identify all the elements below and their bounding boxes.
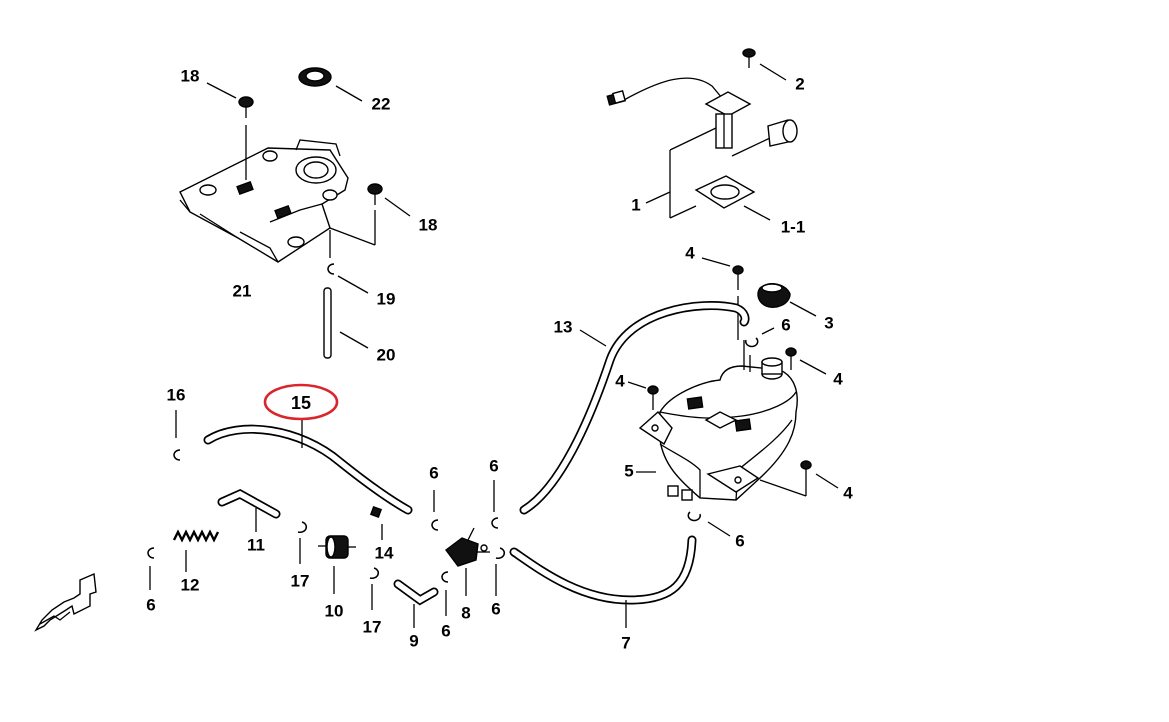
clip-part-6-valve-bottom — [441, 571, 449, 616]
label-4-top: 4 — [685, 243, 695, 262]
bracket-part-21 — [179, 139, 349, 263]
screw-part-2 — [742, 48, 787, 81]
label-4-right: 4 — [833, 369, 843, 388]
label-3: 3 — [824, 313, 833, 332]
label-15: 15 — [291, 393, 311, 413]
clip-part-16 — [173, 410, 181, 461]
label-1-1: 1-1 — [781, 217, 806, 236]
clip-part-17-b — [369, 567, 380, 610]
pipe-part-9 — [393, 579, 439, 628]
hose-part-13 — [519, 301, 750, 515]
clip-part-6-valve-left — [431, 490, 439, 531]
label-13: 13 — [554, 317, 573, 336]
spring-part-12 — [172, 529, 220, 572]
fuel-sender-part-1 — [606, 77, 798, 219]
highlight-circle — [263, 383, 339, 421]
gasket-part-1-1 — [694, 175, 771, 221]
label-17-b: 17 — [363, 617, 382, 636]
label-6-valve-right: 6 — [489, 456, 498, 475]
bolt-part-14 — [369, 505, 383, 540]
label-17-a: 17 — [291, 571, 310, 590]
screw-part-18-top — [206, 82, 254, 180]
label-6-valve-left: 6 — [429, 463, 438, 482]
cap-part-3 — [757, 283, 817, 317]
label-6-tank-bottom: 6 — [735, 531, 744, 550]
tank-part-5 — [636, 340, 798, 501]
label-6-valve-low: 6 — [491, 599, 500, 618]
label-6-valve-bottom: 6 — [441, 621, 450, 640]
label-10: 10 — [325, 601, 344, 620]
clip-part-6-tank-bottom — [687, 511, 731, 537]
label-4-bottom: 4 — [843, 483, 853, 502]
label-14: 14 — [375, 543, 394, 562]
screw-part-18-right — [329, 183, 411, 246]
label-1: 1 — [631, 195, 640, 214]
front-arrow-icon — [34, 572, 97, 632]
label-6-tank: 6 — [781, 315, 790, 334]
label-8: 8 — [461, 603, 470, 622]
clip-part-6-valve-low — [495, 547, 506, 596]
label-18-top: 18 — [181, 66, 200, 85]
label-6-left: 6 — [146, 595, 155, 614]
label-4-left: 4 — [615, 371, 625, 390]
hose-part-7 — [509, 535, 697, 628]
label-12: 12 — [181, 575, 200, 594]
pipe-part-11 — [217, 488, 281, 532]
label-5: 5 — [624, 461, 633, 480]
valve-part-8 — [445, 527, 490, 596]
label-7: 7 — [621, 633, 630, 652]
label-11: 11 — [247, 535, 265, 554]
clip-part-6-valve-right — [491, 480, 499, 529]
label-2: 2 — [795, 74, 804, 93]
rod-part-20 — [323, 287, 369, 359]
filter-part-10 — [318, 535, 356, 594]
label-21: 21 — [233, 281, 252, 300]
clip-part-19 — [327, 230, 369, 294]
label-9: 9 — [409, 631, 418, 650]
clip-part-6-tank-top — [744, 327, 775, 348]
hose-part-15 — [203, 420, 413, 515]
grommet-part-22 — [298, 67, 363, 102]
label-18-right: 18 — [419, 215, 438, 234]
clip-part-17-a — [297, 521, 308, 564]
label-20: 20 — [377, 345, 396, 364]
label-19: 19 — [377, 289, 396, 308]
label-22: 22 — [372, 94, 391, 113]
screws-part-4 — [627, 257, 839, 497]
clip-part-6-left — [147, 547, 155, 590]
label-16: 16 — [167, 385, 186, 404]
